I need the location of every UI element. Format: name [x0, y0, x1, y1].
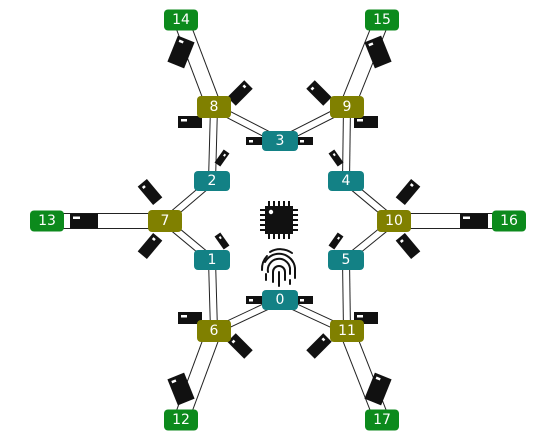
node-label: 1 [208, 252, 217, 268]
node-15: 15 [365, 9, 399, 31]
connector-1a [214, 232, 230, 250]
connector-4a [328, 149, 344, 167]
node-label: 13 [38, 213, 56, 229]
key-pad-6b [227, 333, 253, 359]
node-label: 4 [342, 173, 351, 189]
node-3: 3 [262, 131, 298, 151]
node-label: 5 [342, 252, 351, 268]
key-switch-15 [364, 35, 392, 69]
node-7: 7 [148, 210, 182, 232]
key-pad-8c [306, 80, 332, 106]
trace-9-15 [339, 17, 390, 110]
node-label: 16 [500, 213, 518, 229]
connector-2a [214, 149, 230, 167]
node-label: 9 [343, 99, 352, 115]
connector-3b [297, 137, 313, 145]
node-label: 0 [276, 292, 285, 308]
key-pad-6a [178, 312, 202, 324]
key-pad-10b [395, 232, 421, 260]
node-17: 17 [365, 409, 399, 431]
key-switch-14 [167, 35, 195, 69]
node-5: 5 [328, 250, 364, 270]
key-pad-10a [395, 178, 421, 206]
node-13: 13 [30, 210, 64, 232]
node-label: 7 [161, 213, 170, 229]
node-8: 8 [197, 96, 231, 118]
trace-5-11 [342, 259, 351, 332]
node-11: 11 [330, 320, 364, 342]
node-label: 2 [208, 173, 217, 189]
key-switch-12 [167, 372, 195, 406]
node-2: 2 [194, 171, 230, 191]
node-label: 12 [172, 412, 190, 428]
trace-8-14 [173, 17, 222, 110]
node-10: 10 [377, 210, 411, 232]
trace-1-6 [208, 259, 218, 332]
trace-6-12 [173, 328, 222, 423]
node-6: 6 [197, 320, 231, 342]
key-pad-7b [137, 232, 163, 260]
connector-5a [328, 232, 344, 250]
node-label: 11 [338, 323, 356, 339]
node-9: 9 [330, 96, 364, 118]
node-label: 14 [172, 12, 190, 28]
key-pad-8a [227, 80, 253, 106]
fingerprint-icon [260, 248, 296, 287]
key-pad-7a [137, 178, 163, 206]
key-switch-17 [364, 372, 392, 406]
node-0: 0 [262, 290, 298, 310]
node-1: 1 [194, 250, 230, 270]
connector-0a [246, 296, 262, 304]
node-12: 12 [164, 409, 198, 431]
key-switch-16 [460, 213, 488, 229]
connector-0b [297, 296, 313, 304]
node-label: 15 [373, 12, 391, 28]
node-16: 16 [492, 210, 526, 232]
trace-2-8 [208, 106, 218, 182]
key-pad-11b [306, 333, 332, 359]
key-layer [70, 35, 488, 406]
key-pad-9b [354, 116, 378, 128]
connector-3a [246, 137, 262, 145]
node-4: 4 [328, 171, 364, 191]
node-label: 17 [373, 412, 391, 428]
trace-11-17 [339, 328, 390, 423]
node-label: 3 [276, 133, 285, 149]
key-switch-13 [70, 213, 98, 229]
node-label: 10 [385, 213, 403, 229]
key-pad-8b [178, 116, 202, 128]
microcontroller-chip-icon [260, 201, 298, 239]
node-14: 14 [164, 9, 198, 31]
node-label: 8 [210, 99, 219, 115]
node-label: 6 [210, 323, 219, 339]
trace-4-9 [342, 106, 351, 182]
